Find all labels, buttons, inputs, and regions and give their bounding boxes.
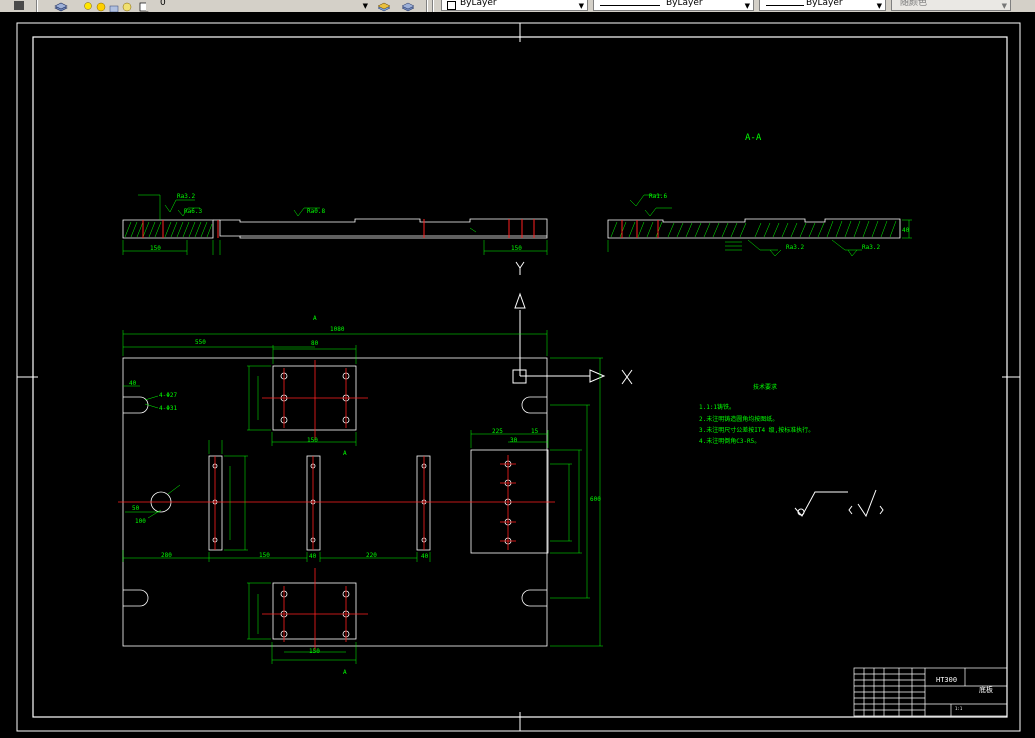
- lock-icon[interactable]: [108, 0, 120, 12]
- view-label-a-bottom: A: [343, 669, 347, 676]
- roughness-sec-3: Ra3.2: [862, 244, 881, 251]
- section-aa-holes: [621, 220, 659, 238]
- front-section-hatch: [124, 221, 213, 238]
- ucs-icon: [512, 261, 633, 385]
- layer-previous-state-icon[interactable]: [401, 0, 415, 12]
- layer-combo[interactable]: 0 ▼: [146, 0, 371, 11]
- make-current-icon[interactable]: [377, 0, 391, 12]
- dim-150c: 150: [309, 648, 320, 655]
- drawing-canvas[interactable]: A-A 150 150 Ra3.2 Ra6.3 Ra0.8 Ra1.6 Ra3.…: [0, 12, 1035, 738]
- dim-overall-length: 1080: [330, 326, 345, 333]
- linetype-value: ByLayer: [666, 0, 703, 8]
- dim-hole-top2: 4-Φ31: [159, 405, 178, 412]
- toolbar-separator: [426, 0, 428, 12]
- linetype-combo[interactable]: ByLayer ▼: [593, 0, 754, 11]
- plotstyle-value: 随颜色: [900, 0, 928, 8]
- dim-150b: 150: [307, 437, 318, 444]
- view-label-a-top: A: [313, 315, 317, 322]
- layer-manager-icon[interactable]: [54, 0, 68, 12]
- roughness-top-2: Ra6.3: [184, 208, 203, 215]
- title-block: [853, 667, 1008, 717]
- roughness-top-1: Ra3.2: [177, 193, 196, 200]
- dim-top-40: 40: [129, 380, 137, 387]
- title-scale: 1:1: [955, 706, 963, 711]
- roughness-sec-2: Ra3.2: [786, 244, 805, 251]
- dim-top-left-150: 150: [150, 245, 161, 252]
- drawing-svg: [16, 22, 1021, 732]
- note-3: 3.未注明尺寸公差按IT4 级,按标准执行。: [699, 427, 815, 434]
- plan-view-dims: [122, 330, 603, 664]
- section-aa-dims: [607, 194, 912, 257]
- lineweight-combo[interactable]: ByLayer ▼: [759, 0, 886, 11]
- section-aa-hatch: [610, 220, 897, 238]
- dim-40b: 40: [421, 553, 429, 560]
- layer-previous-icon[interactable]: [14, 1, 24, 10]
- toolbar-separator: [432, 0, 434, 12]
- dim-220: 220: [366, 552, 377, 559]
- color-value: ByLayer: [460, 0, 497, 8]
- chevron-down-icon: ▼: [1001, 2, 1007, 10]
- properties-toolbar: 0 ▼ ByLayer ▼ ByLayer ▼ ByLayer ▼ 随颜色 ▼: [0, 0, 1035, 13]
- lightbulb-icon[interactable]: [82, 0, 94, 11]
- dim-hole-top: 4-Φ27: [159, 392, 178, 399]
- note-2: 2.未注明铸造圆角均按图纸。: [699, 416, 779, 423]
- dim-150: 150: [259, 552, 270, 559]
- chevron-down-icon: ▼: [876, 2, 882, 10]
- chevron-down-icon: ▼: [744, 2, 750, 10]
- chevron-down-icon: ▼: [578, 2, 584, 10]
- plan-view-centerlines: [118, 360, 555, 650]
- front-section-dims: [122, 194, 548, 255]
- dim-40a: 40: [309, 553, 317, 560]
- layer-value: 0: [160, 0, 166, 8]
- color-combo[interactable]: ByLayer ▼: [441, 0, 588, 11]
- dim-tab-width: 80: [311, 340, 319, 347]
- title-material: HT300: [936, 676, 958, 684]
- section-label: A-A: [745, 133, 762, 143]
- notes-title: 技术要求: [753, 384, 778, 391]
- dim-sec-40: 40: [902, 227, 910, 234]
- section-aa-view: [607, 218, 901, 239]
- dim-right-block-width: 225: [492, 428, 503, 435]
- dim-top-right-150: 150: [511, 245, 522, 252]
- dim-total-height: 600: [590, 496, 601, 503]
- surface-finish-symbols: [794, 489, 884, 518]
- color-swatch-icon[interactable]: [121, 0, 133, 12]
- dim-right-block-30: 30: [510, 437, 518, 444]
- roughness-sec-1: Ra1.6: [649, 193, 668, 200]
- dim-50: 50: [132, 505, 140, 512]
- sun-freeze-icon[interactable]: [95, 0, 107, 12]
- view-label-a-mid: A: [343, 450, 347, 457]
- ucs-x-label: X: [623, 369, 624, 376]
- ucs-y-label: Y: [514, 260, 515, 267]
- lineweight-value: ByLayer: [806, 0, 843, 8]
- linetype-preview: [600, 5, 660, 6]
- dim-left-length: 550: [195, 339, 206, 346]
- front-section-holes: [142, 219, 535, 238]
- note-4: 4.未注明倒角C3-R5。: [699, 438, 761, 445]
- dim-280: 280: [161, 552, 172, 559]
- note-1: 1.1:1铸铁。: [699, 404, 736, 411]
- dim-100: 100: [135, 518, 146, 525]
- toolbar-separator: [36, 0, 38, 12]
- roughness-top-3: Ra0.8: [307, 208, 326, 215]
- title-part-name: 底板: [979, 686, 993, 694]
- front-section-view: [122, 218, 548, 239]
- dim-right-block-15: 15: [531, 428, 539, 435]
- lineweight-preview: [766, 5, 804, 6]
- color-swatch-small: [447, 1, 456, 10]
- plotstyle-combo[interactable]: 随颜色 ▼: [891, 0, 1011, 11]
- chevron-down-icon: ▼: [362, 2, 368, 10]
